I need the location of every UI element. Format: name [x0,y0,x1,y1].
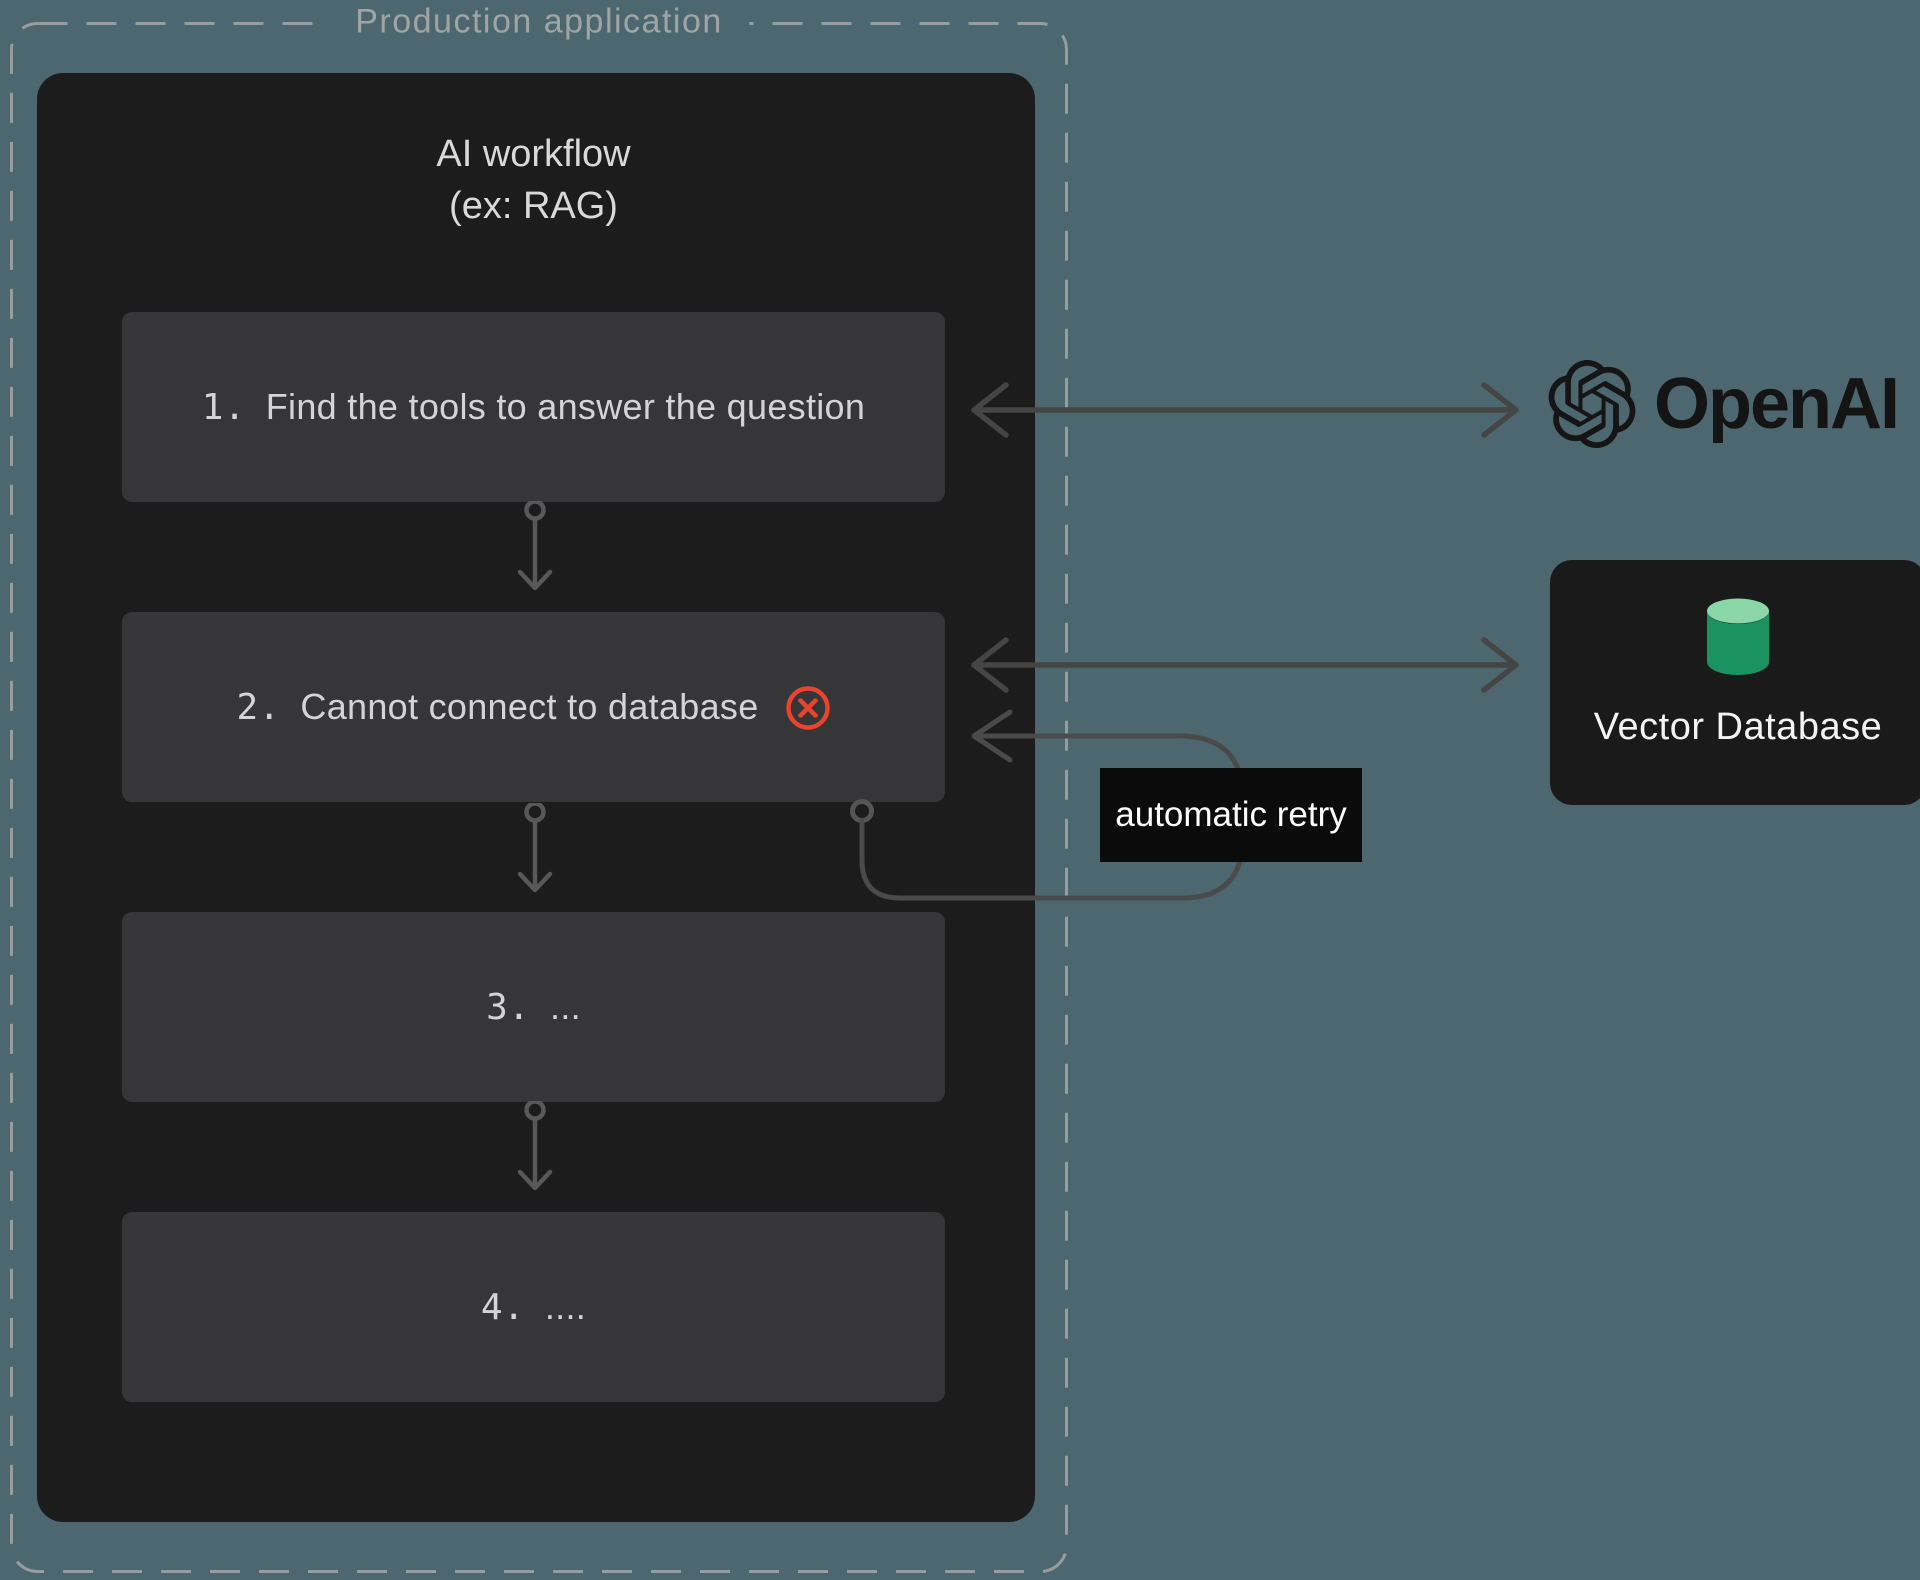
production-app-label: Production application [329,2,749,42]
step-box-1: 1. Find the tools to answer the question [122,312,945,502]
workflow-title-line2: (ex: RAG) [449,185,618,227]
retry-label: automatic retry [1100,768,1362,862]
step-number: 3. [486,986,531,1028]
openai-arrow [971,382,1519,438]
vector-db-label: Vector Database [1593,706,1883,748]
openai-logo-icon [1548,360,1636,448]
step-box-3: 3. ... [122,912,945,1102]
openai-logo: OpenAI [1548,358,1900,450]
step-number: 1. [201,386,246,428]
step-number: 2. [236,686,281,728]
down-arrow-connector-1 [517,501,553,591]
production-app-container: Production application [10,2,1068,1573]
down-arrow-connector-2 [517,803,553,893]
step-label: Find the tools to answer the question [265,386,866,427]
step-label: Cannot connect to database [300,686,759,727]
step-box-4: 4. .... [122,1212,945,1402]
step-box-2: 2. Cannot connect to database [122,612,945,802]
step-label: ... [550,986,581,1027]
step-label: .... [544,1286,587,1327]
error-icon [785,685,831,731]
step-number: 4. [480,1286,525,1328]
workflow-title: AI workflow (ex: RAG) [122,128,945,232]
openai-wordmark: OpenAI [1654,364,1900,444]
vectordb-arrow [971,637,1519,693]
vector-db-card: Vector Database [1550,560,1920,805]
database-icon [1707,598,1769,675]
down-arrow-connector-3 [517,1101,553,1191]
workflow-title-line1: AI workflow [436,133,631,175]
retry-loop-arrow [850,709,1246,901]
